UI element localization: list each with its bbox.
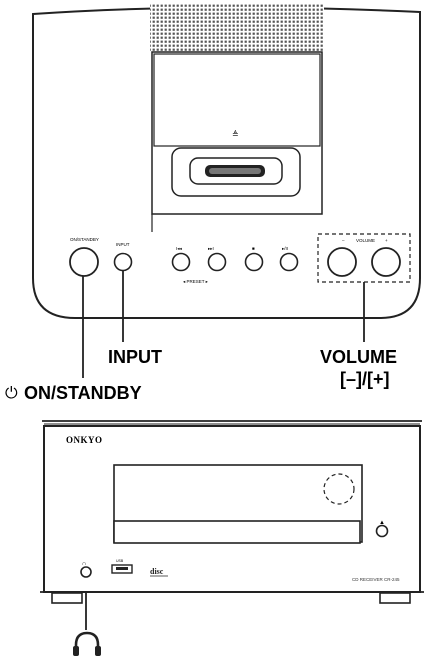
volume-up-button[interactable] [371, 247, 401, 277]
volume-callout: VOLUME [320, 347, 397, 367]
volume-label: VOLUME [356, 238, 375, 243]
eject-icon: ≜ [232, 130, 239, 139]
svg-text:disc: disc [150, 567, 164, 576]
volume-down-button[interactable] [327, 247, 357, 277]
disc-slot [113, 520, 361, 544]
usb-label: USB [116, 559, 124, 563]
bottom-unit: ONKYO ▲ ∩ USB disc CD RECEIVER CR-245 [40, 420, 424, 604]
dock-cover [153, 53, 321, 147]
headphones-icon [73, 631, 101, 656]
eject-button[interactable] [375, 524, 389, 538]
left-foot [51, 592, 83, 604]
disc-logo: disc [150, 564, 168, 578]
model-label: CD RECEIVER CR-245 [352, 577, 400, 582]
on-standby-button[interactable] [69, 247, 99, 277]
input-button[interactable] [113, 252, 133, 272]
top-unit: ≜ ON/STANDBY INPUT I◂◂ ▸▸I ■ ▸/II ◂ PRES… [32, 4, 421, 319]
input-callout: INPUT [108, 347, 162, 367]
preset-label: ◂ PRESET ▸ [183, 279, 209, 284]
remote-sensor [323, 473, 355, 505]
brand-logo: ONKYO [66, 435, 103, 445]
speaker-grille [150, 4, 324, 52]
on-standby-button-label: ON/STANDBY [70, 237, 99, 242]
right-foot [379, 592, 411, 604]
eject-label-icon: ▲ [379, 520, 385, 526]
power-icon: ⏻ [5, 385, 18, 402]
on-standby-callout: ON/STANDBY [24, 383, 142, 403]
vol-plus-label: + [385, 238, 388, 243]
stop-button-label: ■ [252, 246, 255, 251]
volume-keys-callout: [–]/[+] [340, 369, 390, 389]
input-button-label: INPUT [116, 242, 130, 247]
next-button-label: ▸▸I [208, 246, 214, 251]
headphone-jack[interactable] [80, 566, 92, 578]
play-pause-button-label: ▸/II [282, 246, 288, 251]
prev-button-label: I◂◂ [176, 246, 183, 251]
headphone-jack-label-icon: ∩ [82, 561, 86, 567]
stop-button[interactable] [244, 252, 264, 272]
vol-minus-label: – [342, 238, 345, 243]
play-pause-button[interactable] [279, 252, 299, 272]
next-button[interactable] [207, 252, 227, 272]
prev-button[interactable] [171, 252, 191, 272]
